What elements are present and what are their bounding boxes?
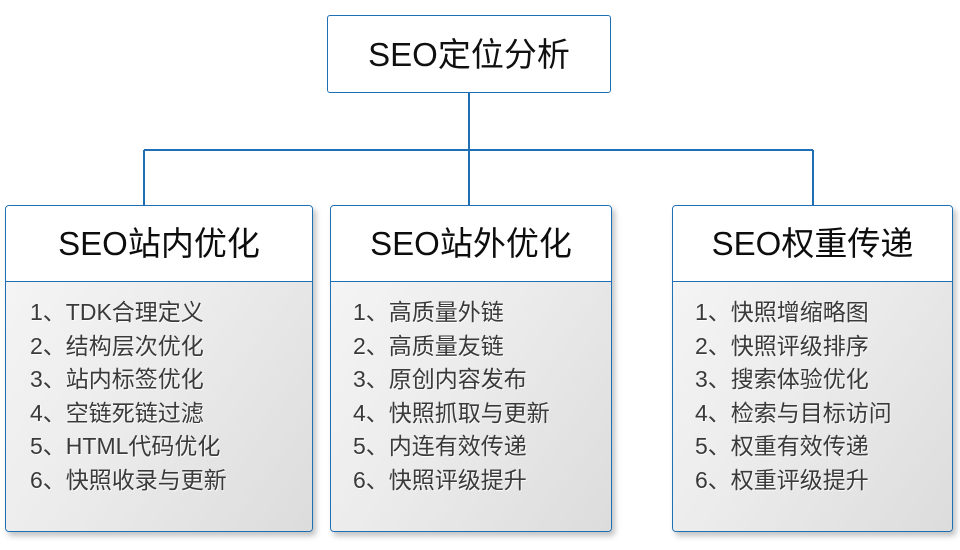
branch-header-label-2: SEO站外优化: [370, 225, 572, 262]
list-item: 2、快照评级排序: [695, 332, 869, 359]
branch-header-3: SEO权重传递: [673, 206, 952, 282]
list-item: 6、快照收录与更新: [30, 466, 227, 493]
list-item: 1、快照增缩略图: [695, 299, 869, 325]
list-item: 3、站内标签优化: [30, 366, 204, 392]
list-item: 4、空链死链过滤: [30, 399, 204, 426]
root-node-label: SEO定位分析: [368, 35, 570, 73]
branch-header-label-3: SEO权重传递: [711, 225, 914, 262]
list-item: 6、权重评级提升: [695, 466, 869, 493]
branch-item-list-2: 1、高质量外链 2、高质量友链 3、原创内容发布 4、快照抓取与更新 5、内连有…: [331, 282, 611, 531]
list-item: 4、快照抓取与更新: [353, 399, 550, 426]
list-item: 4、检索与目标访问: [695, 399, 892, 426]
list-item: 3、原创内容发布: [353, 366, 527, 392]
list-item: 2、结构层次优化: [30, 332, 204, 359]
branch-item-list-1: 1、TDK合理定义 2、结构层次优化 3、站内标签优化 4、空链死链过滤 5、H…: [6, 282, 312, 531]
branch-card-seo-offsite[interactable]: SEO站外优化 1、高质量外链 2、高质量友链 3、原创内容发布 4、快照抓取与…: [330, 205, 612, 532]
list-item: 5、内连有效传递: [353, 433, 527, 459]
branch-card-seo-weight[interactable]: SEO权重传递 1、快照增缩略图 2、快照评级排序 3、搜索体验优化 4、检索与…: [672, 205, 953, 532]
branch-card-seo-onsite[interactable]: SEO站内优化 1、TDK合理定义 2、结构层次优化 3、站内标签优化 4、空链…: [5, 205, 313, 532]
list-item: 5、权重有效传递: [695, 433, 869, 459]
branch-header-1: SEO站内优化: [6, 206, 312, 282]
list-item: 2、高质量友链: [353, 332, 504, 359]
list-item: 1、TDK合理定义: [30, 299, 204, 325]
list-item: 1、高质量外链: [353, 299, 504, 325]
root-node[interactable]: SEO定位分析: [327, 15, 611, 93]
branch-header-label-1: SEO站内优化: [58, 225, 260, 262]
list-item: 3、搜索体验优化: [695, 366, 869, 392]
list-item: 5、HTML代码优化: [30, 433, 221, 459]
branch-item-list-3: 1、快照增缩略图 2、快照评级排序 3、搜索体验优化 4、检索与目标访问 5、权…: [673, 282, 952, 531]
list-item: 6、快照评级提升: [353, 466, 527, 493]
branch-header-2: SEO站外优化: [331, 206, 611, 282]
